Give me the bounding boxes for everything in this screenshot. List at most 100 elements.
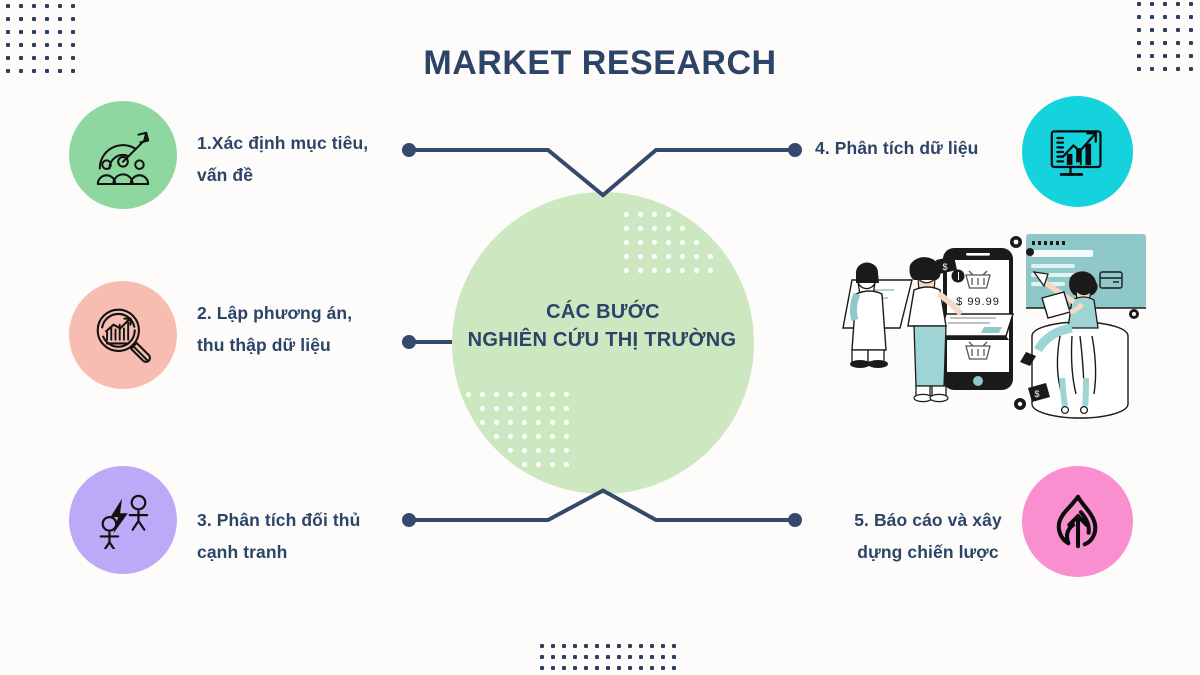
decorative-dot <box>58 17 62 21</box>
decorative-dot <box>617 644 621 648</box>
decorative-dot <box>1176 15 1180 19</box>
decorative-dot <box>6 30 10 34</box>
decorative-dot <box>562 644 566 648</box>
decorative-dot <box>650 666 654 670</box>
center-circle-decorative-dot <box>564 434 569 439</box>
decorative-dot <box>1163 2 1167 6</box>
decorative-dot <box>58 43 62 47</box>
decorative-dot <box>45 4 49 8</box>
center-circle-decorative-dot <box>680 240 685 245</box>
magnifier-bar-chart-icon <box>96 308 151 363</box>
center-circle-decorative-dot <box>708 254 713 259</box>
step-4-label-line1: 4. Phân tích dữ liệu <box>815 138 979 158</box>
decorative-dot <box>1189 41 1193 45</box>
decorative-dot <box>1150 67 1154 71</box>
page-title: MARKET RESEARCH <box>423 44 777 82</box>
center-circle-decorative-dot <box>480 420 485 425</box>
decorative-dot <box>606 666 610 670</box>
decorative-dot <box>672 655 676 659</box>
decorative-dot <box>628 644 632 648</box>
connector-step-1 <box>409 148 606 198</box>
decorative-dot <box>1150 15 1154 19</box>
center-circle-decorative-dot <box>536 434 541 439</box>
center-circle-decorative-dot <box>652 240 657 245</box>
decorative-dot <box>639 666 643 670</box>
center-circle-decorative-dot <box>666 212 671 217</box>
decorative-dot <box>551 644 555 648</box>
decorative-dot <box>6 17 10 21</box>
decorative-dot <box>551 666 555 670</box>
step-4-icon-circle[interactable] <box>1022 96 1133 207</box>
center-circle-decorative-dot <box>652 254 657 259</box>
decorative-dot <box>32 43 36 47</box>
illustration-person-middle <box>907 257 964 403</box>
decorative-dot <box>6 56 10 60</box>
center-circle-decorative-dot <box>522 462 527 467</box>
step-1-label-line1: 1.Xác định mục tiêu, <box>197 133 369 153</box>
center-circle-decorative-dot <box>638 240 643 245</box>
step-1-icon-circle[interactable] <box>69 101 177 209</box>
center-circle-decorative-dot <box>624 212 629 217</box>
center-circle-decorative-dot <box>624 268 629 273</box>
step-2-label-line1: 2. Lập phương án, <box>197 303 353 323</box>
center-circle-decorative-dot <box>564 406 569 411</box>
decorative-dot <box>1163 15 1167 19</box>
center-label-line1: CÁC BƯỚC <box>546 301 660 323</box>
decorative-dot <box>573 644 577 648</box>
step-5-label: 5. Báo cáo và xây dựng chiến lược <box>838 504 1018 568</box>
step-2-label-line2: thu thập dữ liệu <box>197 335 331 355</box>
decorative-dot <box>1163 41 1167 45</box>
center-circle-decorative-dot <box>480 406 485 411</box>
center-circle-decorative-dot <box>522 392 527 397</box>
decorative-dot <box>32 30 36 34</box>
center-circle-decorative-dot <box>666 268 671 273</box>
decorative-dot <box>661 666 665 670</box>
decorative-dot <box>32 4 36 8</box>
decorative-dot <box>58 69 62 73</box>
connector-node-step-4 <box>788 143 802 157</box>
decorative-dot <box>606 644 610 648</box>
ecommerce-shopping-people-illustration: $ 99.99 <box>842 234 1146 419</box>
center-circle-decorative-dot <box>536 420 541 425</box>
decorative-dot <box>562 655 566 659</box>
center-circle-decorative-dot <box>550 392 555 397</box>
connector-step-3 <box>409 488 605 522</box>
decorative-dot <box>45 17 49 21</box>
center-circle-decorative-dot <box>508 434 513 439</box>
decorative-dot <box>1163 67 1167 71</box>
decorative-dot <box>71 56 75 60</box>
decorative-dot <box>1189 67 1193 71</box>
center-circle-decorative-dot <box>550 434 555 439</box>
center-circle-decorative-dot <box>550 406 555 411</box>
decorative-dot <box>1163 54 1167 58</box>
decorative-dot <box>1137 41 1141 45</box>
decorative-dot <box>606 655 610 659</box>
decorative-dot <box>628 666 632 670</box>
center-circle-decorative-dot <box>522 420 527 425</box>
target-arrow-people-icon <box>96 131 150 185</box>
connector-node-step-5 <box>788 513 802 527</box>
flame-up-arrow-icon <box>1056 494 1097 548</box>
decorative-dot <box>573 655 577 659</box>
illustration-laptop <box>936 313 1015 340</box>
connector-step-4 <box>600 148 795 198</box>
center-circle-decorative-dot <box>638 268 643 273</box>
center-circle-decorative-dot <box>508 406 513 411</box>
decorative-dot <box>45 43 49 47</box>
decorative-dot <box>19 69 23 73</box>
decorative-dot <box>617 666 621 670</box>
decorative-dot <box>19 4 23 8</box>
decorative-dot <box>551 655 555 659</box>
step-2-icon-circle[interactable] <box>69 281 177 389</box>
center-circle-decorative-dot <box>466 392 471 397</box>
center-label-line2: NGHIÊN CỨU THỊ TRƯỜNG <box>467 329 737 351</box>
step-3-icon-circle[interactable] <box>69 466 177 574</box>
step-5-icon-circle[interactable] <box>1022 466 1133 577</box>
center-circle-decorative-dot <box>564 420 569 425</box>
decorative-dot <box>71 43 75 47</box>
center-circle-decorative-dot <box>536 448 541 453</box>
center-circle-decorative-dot <box>624 226 629 231</box>
decorative-dot <box>540 666 544 670</box>
decorative-dot <box>19 30 23 34</box>
